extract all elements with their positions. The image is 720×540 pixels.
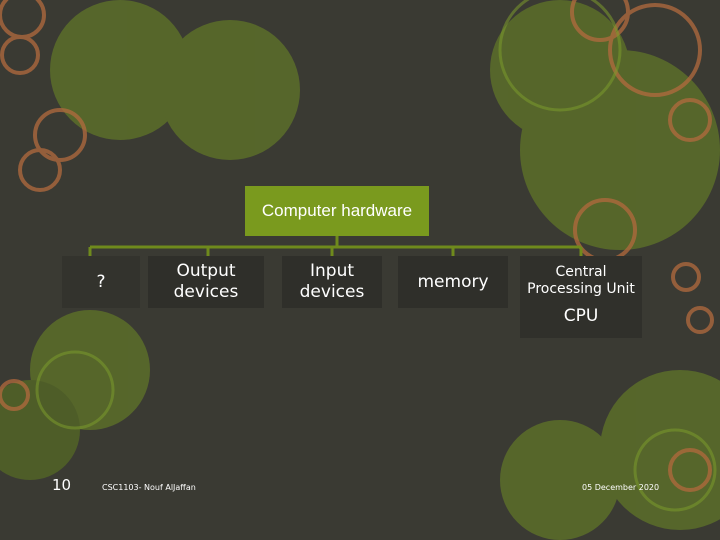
node-sublabel: CPU: [563, 306, 599, 326]
node-label: memory: [417, 271, 489, 292]
node-cpu: Central Processing Unit CPU: [520, 256, 642, 338]
node-label: Input devices: [299, 261, 365, 302]
node-label: Central Processing Unit: [527, 264, 635, 297]
footer-date: 05 December 2020: [582, 483, 660, 492]
node-label: Computer hardware: [261, 201, 413, 220]
node-label: Output devices: [173, 261, 239, 302]
slide-number: 10: [52, 476, 72, 494]
node-memory: memory: [398, 256, 508, 308]
node-unknown: ?: [62, 256, 140, 308]
node-input-devices: Input devices: [282, 256, 382, 308]
footer-course: CSC1103- Nouf AlJaffan: [102, 483, 196, 492]
node-computer-hardware: Computer hardware: [245, 186, 429, 236]
node-label: ?: [96, 271, 106, 292]
node-output-devices: Output devices: [148, 256, 264, 308]
